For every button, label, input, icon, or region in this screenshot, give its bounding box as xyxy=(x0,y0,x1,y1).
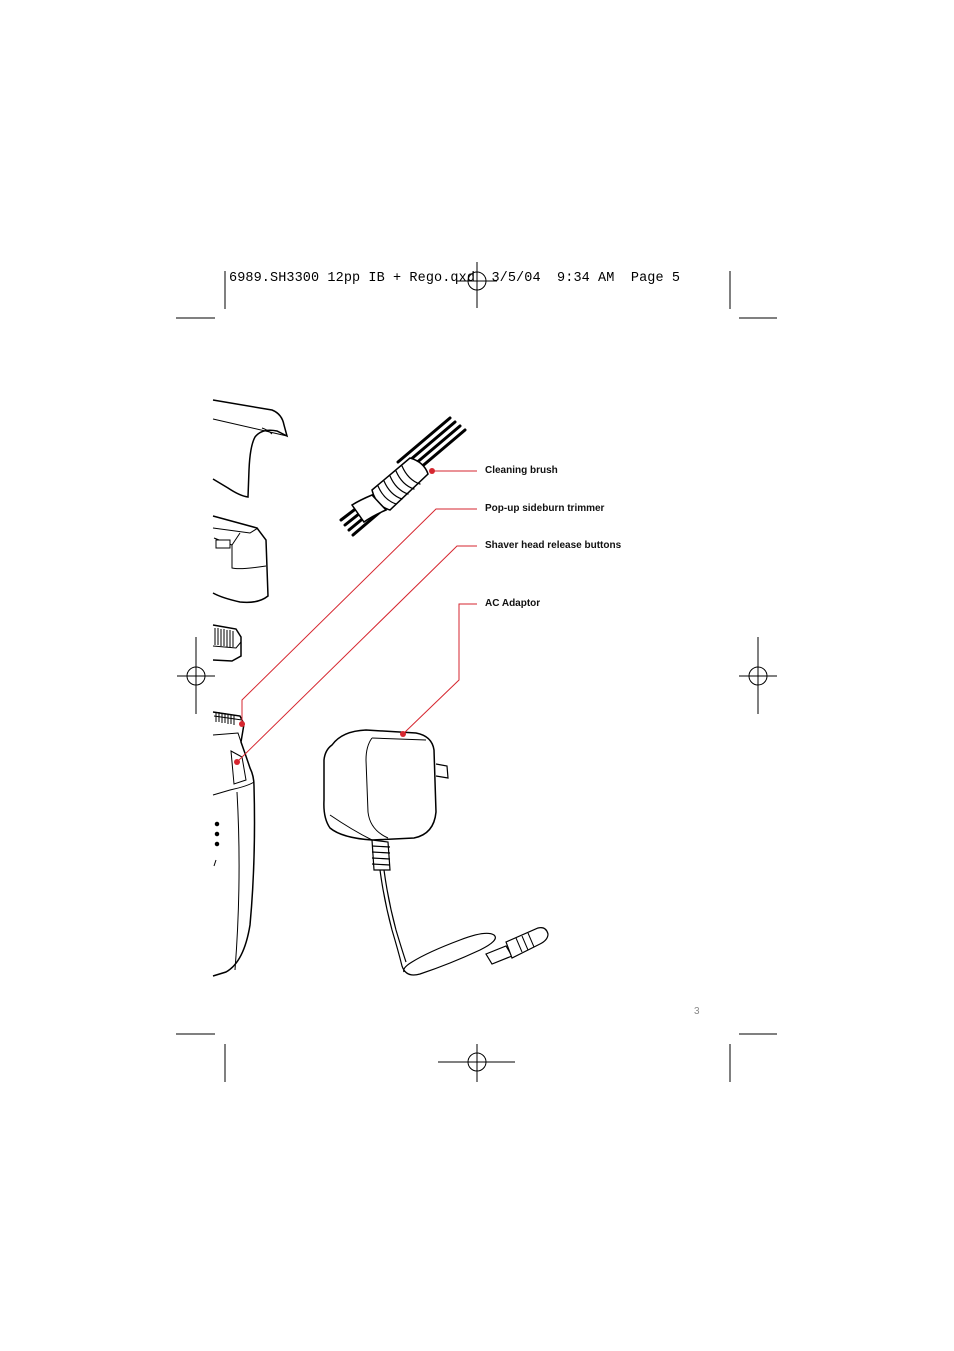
callout-cleaning-brush: Cleaning brush xyxy=(485,465,558,476)
cleaning-brush-illustration xyxy=(339,416,467,537)
file-slug: 6989.SH3300 12pp IB + Rego.qxd 3/5/04 9:… xyxy=(229,271,681,286)
callout-ac-adaptor: AC Adaptor xyxy=(485,598,541,609)
protective-cap-illustration xyxy=(212,399,289,498)
registration-mark-left xyxy=(177,637,215,714)
crop-marks xyxy=(176,271,777,1082)
callout-dots xyxy=(234,468,435,765)
shaver-head-illustration xyxy=(212,515,269,604)
registration-mark-right xyxy=(739,637,777,714)
cutter-block-illustration xyxy=(212,624,242,662)
registration-mark-bottom xyxy=(438,1044,515,1082)
callout-leaders xyxy=(236,470,477,763)
shaver-body-illustration xyxy=(212,711,256,977)
page-number: 3 xyxy=(694,1006,700,1017)
ac-adaptor-illustration xyxy=(323,729,549,976)
callout-sideburn-trimmer: Pop-up sideburn trimmer xyxy=(485,503,605,514)
callout-release-buttons: Shaver head release buttons xyxy=(485,540,622,551)
registration-mark-top xyxy=(457,262,497,308)
